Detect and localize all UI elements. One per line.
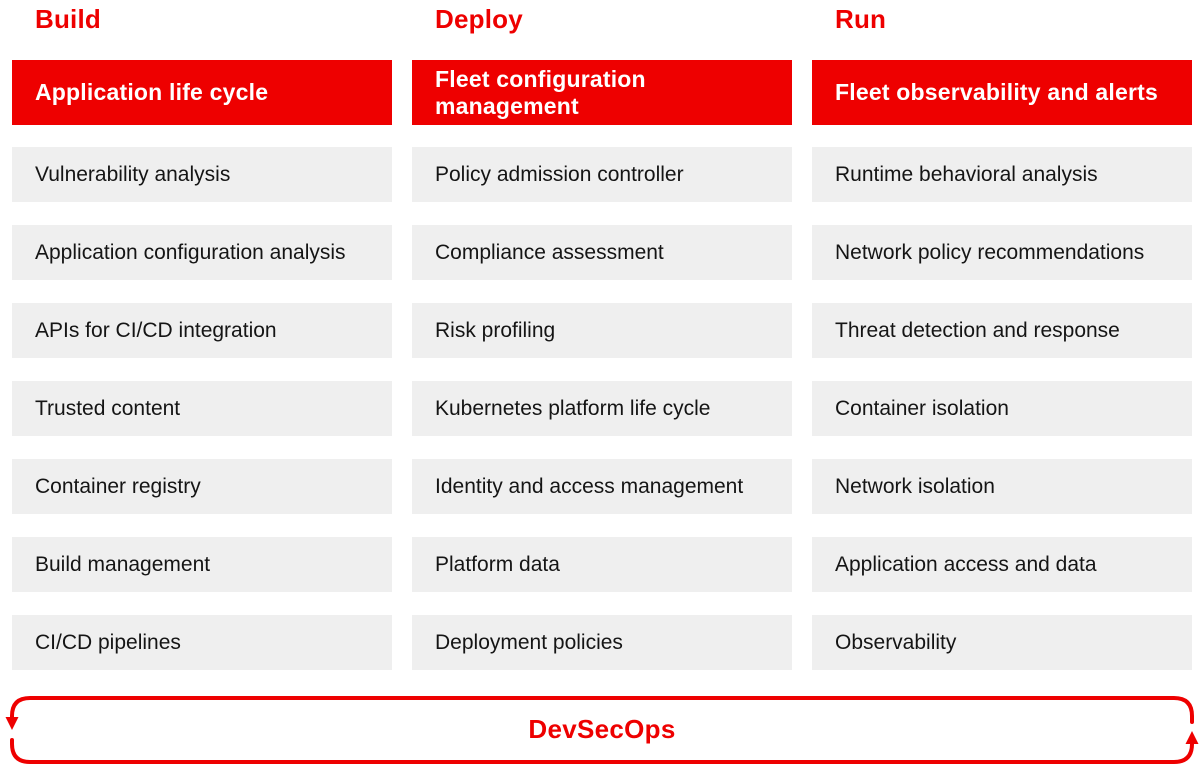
feature-item: Threat detection and response xyxy=(812,303,1192,358)
column-title-deploy: Deploy xyxy=(435,4,523,34)
loop-bottom-stroke xyxy=(10,738,1194,764)
column-deploy: Deploy Fleet configuration management Po… xyxy=(412,0,792,670)
feature-item: Compliance assessment xyxy=(412,225,792,280)
feature-item: Platform data xyxy=(412,537,792,592)
feature-item: Vulnerability analysis xyxy=(12,147,392,202)
feature-item: Network isolation xyxy=(812,459,1192,514)
feature-item: Trusted content xyxy=(12,381,392,436)
feature-item: Network policy recommendations xyxy=(812,225,1192,280)
column-title-run: Run xyxy=(835,4,887,34)
feature-item: Application configuration analysis xyxy=(12,225,392,280)
feature-item: Runtime behavioral analysis xyxy=(812,147,1192,202)
devsecops-label: DevSecOps xyxy=(528,714,676,744)
feature-item: Policy admission controller xyxy=(412,147,792,202)
feature-item: CI/CD pipelines xyxy=(12,615,392,670)
column-build: Build Application life cycle Vulnerabili… xyxy=(12,0,392,670)
feature-item: APIs for CI/CD integration xyxy=(12,303,392,358)
loop-top-stroke xyxy=(10,696,1194,724)
column-header-run: Fleet observability and alerts xyxy=(812,60,1192,125)
feature-item: Container registry xyxy=(12,459,392,514)
feature-item: Kubernetes platform life cycle xyxy=(412,381,792,436)
column-header-deploy: Fleet configuration management xyxy=(412,60,792,125)
devsecops-loop xyxy=(5,696,1199,764)
column-header-build: Application life cycle xyxy=(12,60,392,125)
feature-item: Deployment policies xyxy=(412,615,792,670)
feature-item: Build management xyxy=(12,537,392,592)
feature-item: Application access and data xyxy=(812,537,1192,592)
column-title-build: Build xyxy=(35,4,101,34)
column-run: Run Fleet observability and alerts Runti… xyxy=(812,0,1192,670)
feature-item: Observability xyxy=(812,615,1192,670)
up-arrow-icon xyxy=(1185,731,1199,744)
feature-item: Container isolation xyxy=(812,381,1192,436)
feature-item: Identity and access management xyxy=(412,459,792,514)
feature-item: Risk profiling xyxy=(412,303,792,358)
down-arrow-icon xyxy=(5,717,19,730)
